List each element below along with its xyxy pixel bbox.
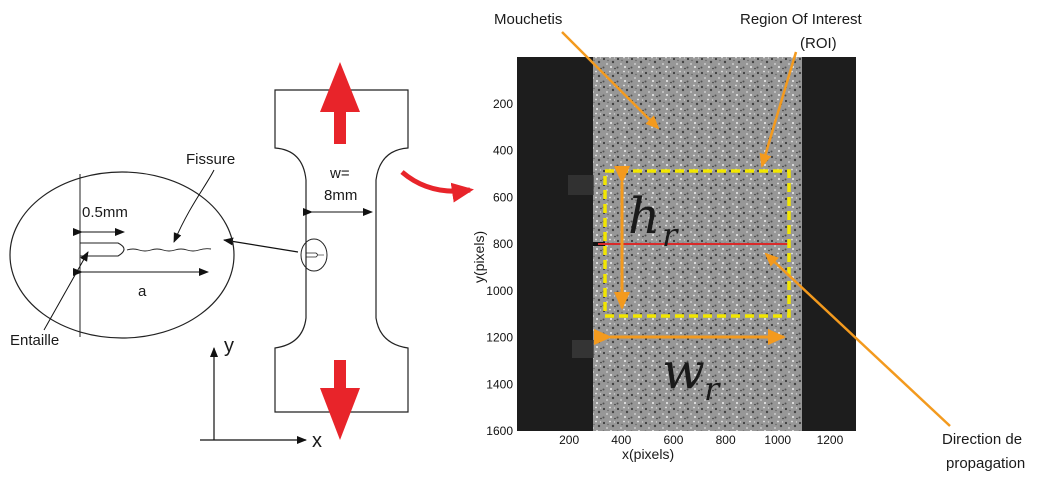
y-tick-200: 200 [493, 97, 513, 111]
link-arrow [400, 170, 474, 203]
mouchetis-pointer [561, 31, 660, 130]
y-axis-title: y(pixels) [471, 231, 487, 283]
x-tick-400: 400 [611, 433, 631, 447]
wr-subscript: r [704, 370, 721, 408]
specimen-diagram: w= 8mm [223, 62, 409, 440]
crack-wavy [126, 248, 212, 252]
roi-box [603, 169, 791, 318]
wr-symbol: w [662, 342, 705, 400]
entaille-label: Entaille [10, 332, 59, 349]
zoom-ellipse [9, 171, 235, 339]
y-tick-1600: 1600 [486, 424, 513, 438]
width-label-2: 8mm [324, 187, 357, 204]
x-axis-title: x(pixels) [622, 446, 674, 462]
notch-zoom: 0.5mm a Fissure Entaille [9, 151, 235, 349]
x-tick-200: 200 [559, 433, 579, 447]
y-tick-400: 400 [493, 144, 513, 158]
y-tick-800: 800 [493, 237, 513, 251]
notch-shape [80, 242, 125, 257]
notch-detail-circle [300, 238, 328, 272]
x-tick-800: 800 [716, 433, 736, 447]
direction-pointer [764, 252, 951, 427]
fissure-label: Fissure [186, 151, 235, 168]
direction-label-1: Direction de [942, 431, 1022, 448]
hr-subscript: r [662, 216, 679, 254]
roi-pointer [759, 51, 798, 168]
notch-width-label: 0.5mm [82, 204, 128, 221]
coordinate-axes: y x [200, 335, 322, 452]
x-tick-1200: 1200 [817, 433, 844, 447]
x-axis-label: x [312, 430, 322, 452]
direction-label-2: propagation [946, 455, 1025, 472]
x-tick-labels: 200 400 600 800 1000 1200 [559, 433, 843, 447]
tension-arrow-bottom [320, 360, 360, 440]
zoom-pointer [223, 237, 299, 253]
y-tick-600: 600 [493, 190, 513, 204]
y-tick-1400: 1400 [486, 377, 513, 391]
y-axis-label: y [224, 335, 234, 357]
x-tick-1000: 1000 [764, 433, 791, 447]
hr-symbol: h [628, 187, 660, 245]
crack-length-label: a [138, 283, 147, 300]
roi-label-2: (ROI) [800, 35, 837, 52]
mouchetis-label: Mouchetis [494, 11, 562, 28]
dic-image-panel: h r w r 200 400 600 800 1000 1200 1400 1600 200… [471, 57, 856, 462]
y-tick-1200: 1200 [486, 331, 513, 345]
roi-label-1: Region Of Interest [740, 11, 863, 28]
width-label-1: w= [329, 165, 350, 182]
y-tick-labels: 200 400 600 800 1000 1200 1400 1600 [486, 97, 513, 438]
x-tick-600: 600 [663, 433, 683, 447]
y-tick-1000: 1000 [486, 284, 513, 298]
tension-arrow-top [320, 62, 360, 144]
specimen-outline [274, 89, 409, 413]
